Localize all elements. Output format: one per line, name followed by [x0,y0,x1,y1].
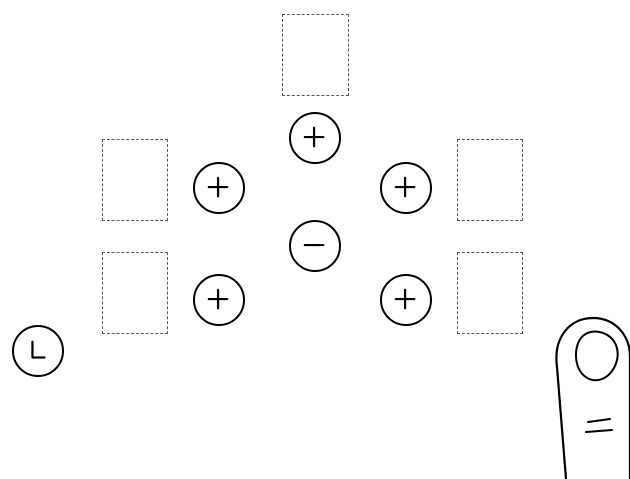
add-slot-left-upper-button[interactable] [193,162,245,214]
plus-icon [195,164,243,212]
add-slot-top-button[interactable] [289,112,341,164]
add-slot-right-lower-button[interactable] [380,274,432,326]
add-slot-left-lower-button[interactable] [193,274,245,326]
pointing-finger-icon [548,312,630,479]
empty-slot-top[interactable] [282,14,349,96]
empty-slot-left-lower[interactable] [102,252,168,334]
plus-icon [382,276,430,324]
empty-slot-right-upper[interactable] [457,139,523,221]
minus-icon [291,222,339,270]
corner-layout-button[interactable] [12,325,64,377]
corner-l-icon [14,327,62,375]
empty-slot-right-lower[interactable] [457,252,523,334]
add-slot-right-upper-button[interactable] [380,162,432,214]
remove-slot-button[interactable] [289,220,341,272]
plus-icon [291,114,339,162]
plus-icon [382,164,430,212]
plus-icon [195,276,243,324]
empty-slot-left-upper[interactable] [102,139,168,221]
